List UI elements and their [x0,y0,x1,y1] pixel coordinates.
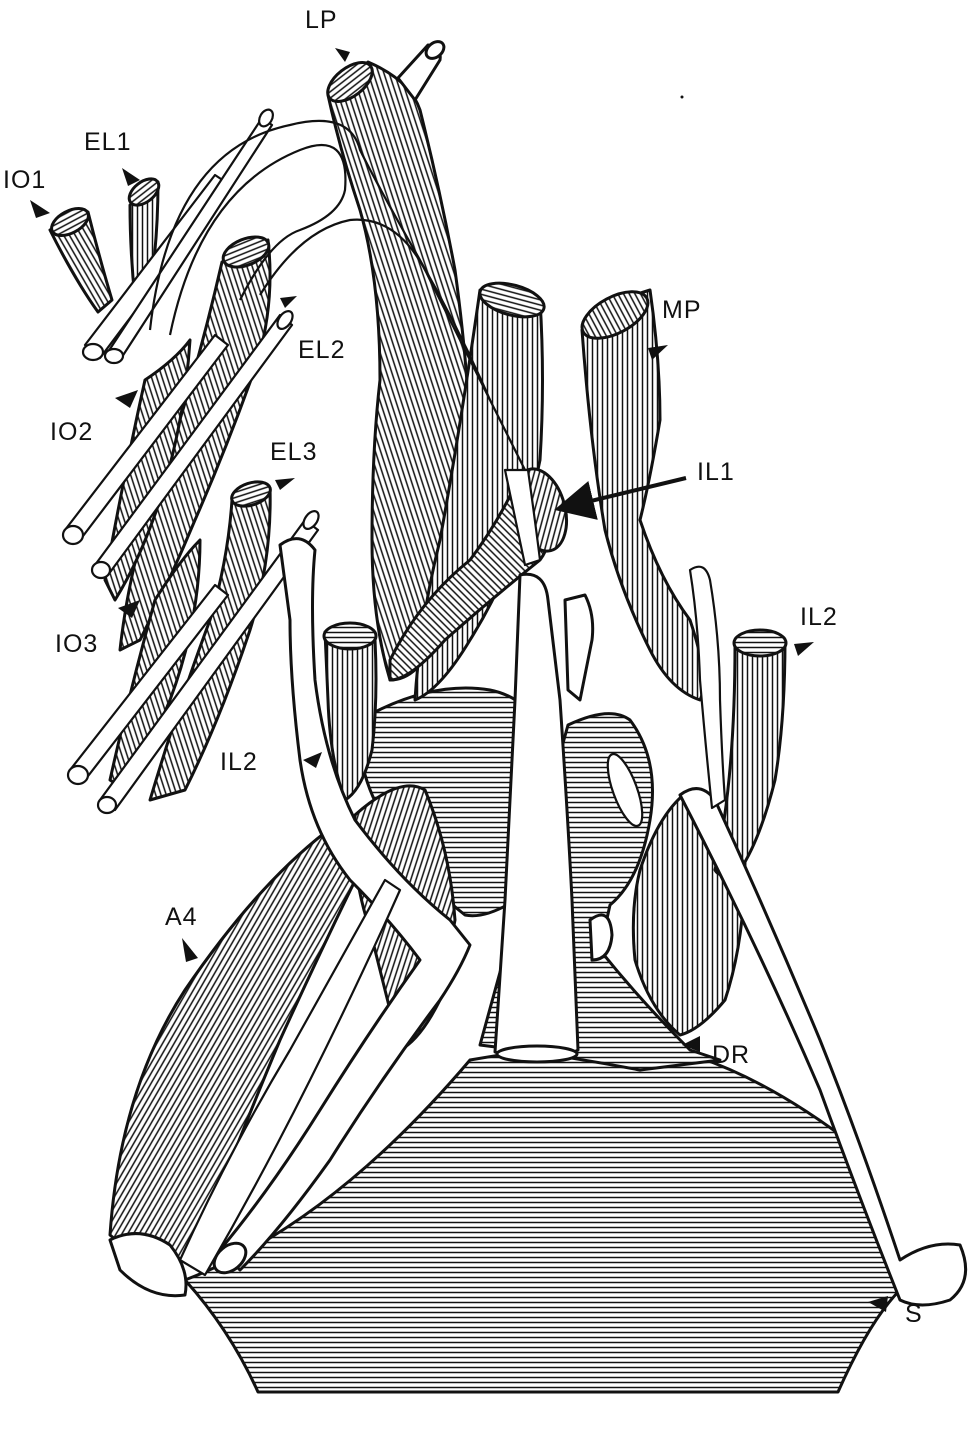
arrow-io1 [30,200,50,218]
label-io2: IO2 [50,418,93,446]
label-dr: DR [712,1041,750,1069]
label-mp: MP [662,296,702,324]
arrow-el3 [275,478,295,490]
label-s: S [905,1300,923,1328]
dot-artifact [681,96,684,99]
arrow-io2 [115,390,138,408]
arrow-lp [335,48,350,62]
label-io1: IO1 [3,166,46,194]
label-el3: EL3 [270,438,317,466]
arrow-il2-right [794,642,814,656]
muscle-io1 [47,203,112,312]
arrow-a4 [182,938,198,962]
label-el1: EL1 [84,128,131,156]
label-io3: IO3 [55,630,98,658]
label-a4: A4 [165,903,198,931]
label-il2-left: IL2 [220,748,258,776]
label-lp: LP [305,6,338,34]
label-il1: IL1 [697,458,735,486]
label-il2-right: IL2 [800,603,838,631]
arrow-el2 [280,296,297,308]
label-el2: EL2 [298,336,345,364]
